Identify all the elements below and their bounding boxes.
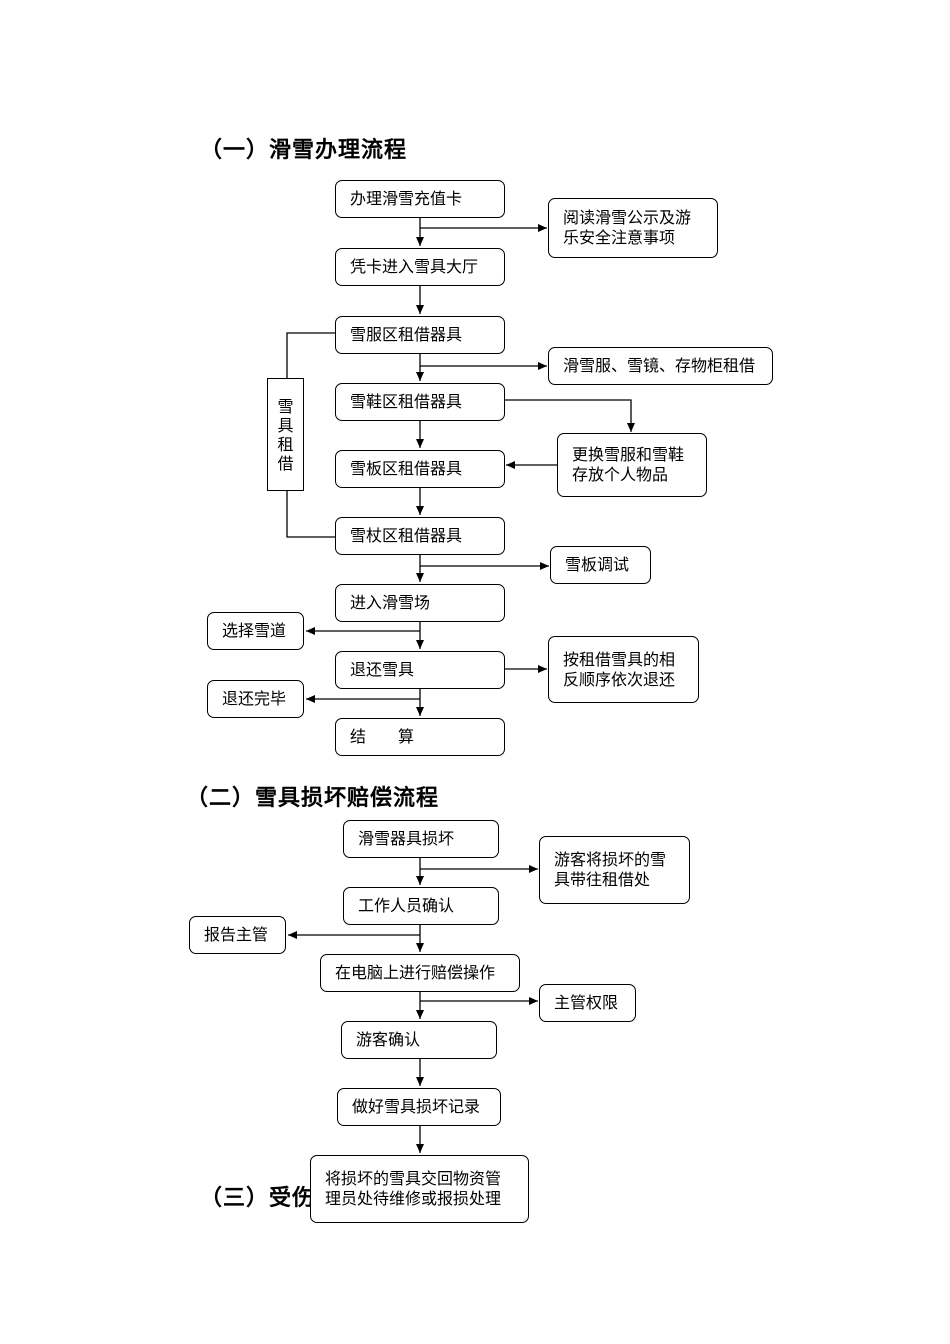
note-ski-adjust: 雪板调试 <box>550 546 651 584</box>
step-suit-zone: 雪服区租借器具 <box>335 316 505 354</box>
step-enter-slope: 进入滑雪场 <box>335 584 505 622</box>
step-computer-compensation: 在电脑上进行赔偿操作 <box>320 954 520 992</box>
note-change-store: 更换雪服和雪鞋存放个人物品 <box>557 433 707 497</box>
note-suit-goggles: 滑雪服、雪镜、存物柜租借 <box>548 347 773 385</box>
step-settlement: 结 算 <box>335 718 505 756</box>
step-return-to-storekeeper: 将损坏的雪具交回物资管理员处待维修或报损处理 <box>310 1155 529 1223</box>
section1-title: （一）滑雪办理流程 <box>200 138 408 163</box>
note-return-order: 按租借雪具的相反顺序依次退还 <box>548 636 699 703</box>
note-supervisor-auth: 主管权限 <box>539 984 636 1022</box>
note-choose-trail: 选择雪道 <box>207 612 304 650</box>
step-return-gear: 退还雪具 <box>335 651 505 689</box>
step-recharge-card: 办理滑雪充值卡 <box>335 180 505 218</box>
section2-title: （二）雪具损坏赔偿流程 <box>186 786 440 811</box>
step-damage: 滑雪器具损坏 <box>343 820 499 858</box>
step-enter-hall: 凭卡进入雪具大厅 <box>335 248 505 286</box>
note-bring-to-rental: 游客将损坏的雪具带往租借处 <box>539 836 690 904</box>
section3-title: （三）受伤 <box>200 1186 316 1211</box>
step-record-damage: 做好雪具损坏记录 <box>337 1088 501 1126</box>
step-staff-confirm: 工作人员确认 <box>343 887 499 925</box>
step-boot-zone: 雪鞋区租借器具 <box>335 383 505 421</box>
note-return-done: 退还完毕 <box>207 680 304 718</box>
rental-group-label: 雪 具 租 借 <box>267 378 304 491</box>
step-board-zone: 雪板区租借器具 <box>335 450 505 488</box>
note-report-supervisor: 报告主管 <box>189 916 286 954</box>
step-visitor-confirm: 游客确认 <box>341 1021 497 1059</box>
note-read-notice: 阅读滑雪公示及游乐安全注意事项 <box>548 198 718 258</box>
step-pole-zone: 雪杖区租借器具 <box>335 517 505 555</box>
